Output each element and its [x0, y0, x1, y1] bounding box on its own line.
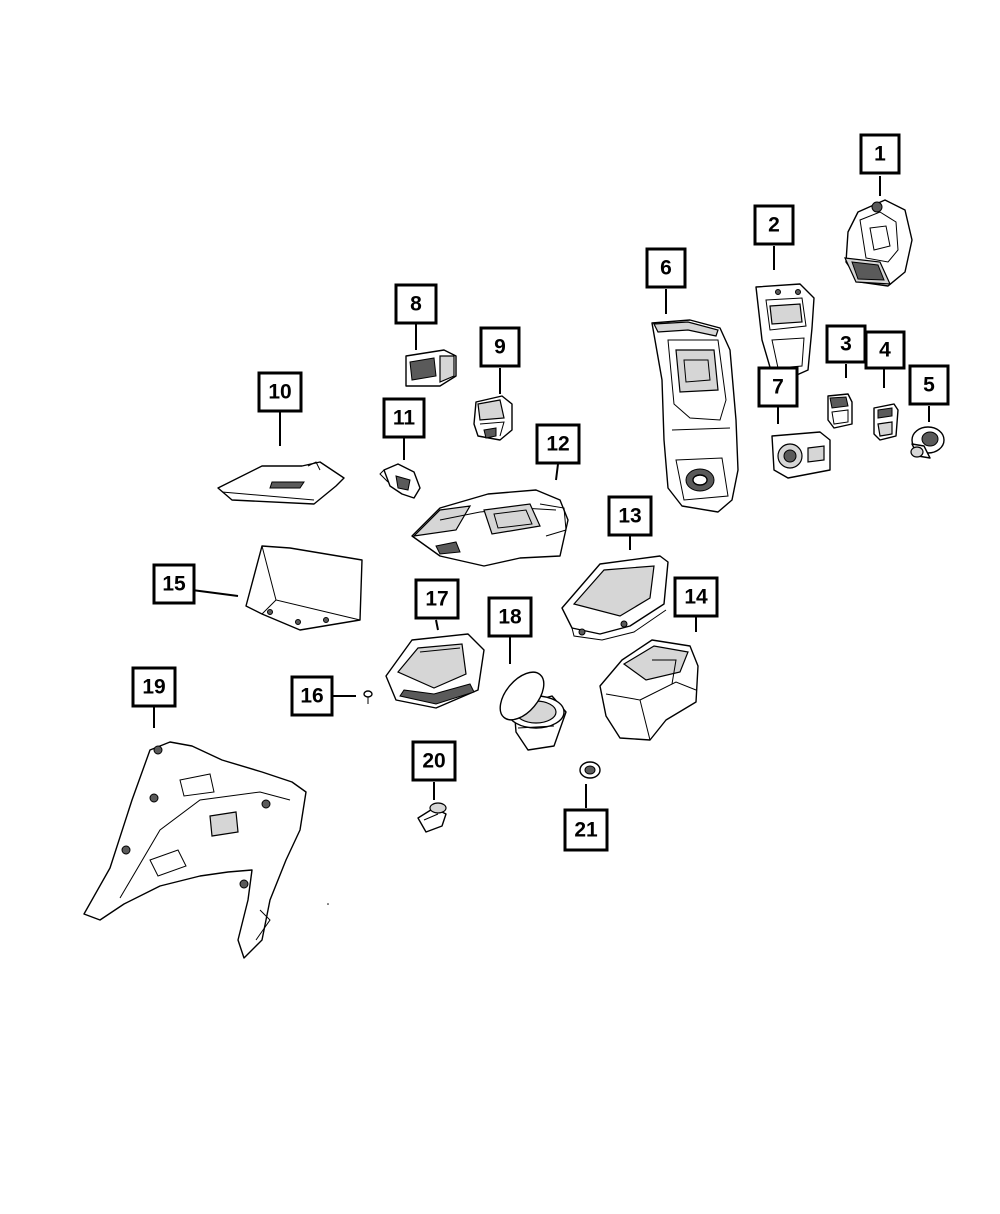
- callout-21-label: 21: [574, 819, 598, 842]
- callout-17: 17: [414, 578, 460, 620]
- callout-14: 14: [673, 576, 719, 618]
- callout-2: 2: [753, 204, 795, 246]
- callout-11-label: 11: [393, 407, 416, 430]
- part-18-illustration: [499, 671, 567, 751]
- callout-5: 5: [908, 364, 950, 406]
- part-17-illustration: [385, 633, 485, 709]
- part-1-illustration: [844, 199, 913, 287]
- callout-6: 6: [645, 247, 687, 289]
- leader-lines: [153, 176, 930, 808]
- callout-4: 4: [864, 330, 906, 370]
- part-4-illustration: [873, 403, 899, 441]
- callout-19: 19: [131, 666, 177, 708]
- stray-dot: [327, 903, 329, 905]
- leader-15: [191, 589, 239, 597]
- callout-15: 15: [152, 563, 196, 605]
- callout-15-label: 15: [162, 573, 186, 596]
- part-8-illustration: [405, 349, 457, 387]
- part-9-illustration: [473, 395, 513, 441]
- part-12-illustration: [411, 489, 569, 567]
- part-19-illustration: [83, 741, 307, 959]
- part-6-illustration: [651, 319, 739, 513]
- callout-10: 10: [257, 371, 303, 413]
- callout-10-label: 10: [268, 381, 291, 404]
- callout-18: 18: [487, 596, 533, 638]
- callout-20-label: 20: [422, 750, 445, 773]
- callout-19-label: 19: [142, 676, 165, 699]
- callout-18-label: 18: [498, 606, 522, 629]
- leader-12: [555, 463, 559, 481]
- callout-3-label: 3: [840, 333, 852, 356]
- part-15-illustration: [245, 545, 363, 631]
- callout-12-label: 12: [546, 433, 569, 456]
- callout-14-label: 14: [684, 586, 708, 609]
- part-14-illustration: [599, 639, 699, 741]
- callout-5-label: 5: [923, 374, 935, 397]
- callout-8-label: 8: [410, 293, 422, 316]
- callout-4-label: 4: [879, 339, 891, 362]
- part-3-illustration: [827, 393, 853, 429]
- part-20-illustration: [417, 802, 447, 833]
- callout-1-label: 1: [874, 143, 886, 166]
- callout-7: 7: [757, 366, 799, 408]
- leader-17: [435, 619, 439, 631]
- callout-9: 9: [479, 326, 521, 368]
- part-21-illustration: [579, 761, 601, 779]
- callout-21: 21: [563, 808, 609, 852]
- callout-11: 11: [382, 397, 426, 439]
- callout-16: 16: [290, 675, 334, 717]
- callout-13: 13: [607, 495, 653, 537]
- callout-1: 1: [859, 133, 901, 175]
- callout-3: 3: [825, 324, 867, 364]
- callout-16-label: 16: [300, 685, 323, 708]
- part-5-illustration: [910, 426, 945, 459]
- callout-17-label: 17: [425, 588, 448, 611]
- callout-6-label: 6: [660, 257, 672, 280]
- part-16-illustration: [363, 690, 373, 704]
- part-11-illustration: [379, 463, 421, 499]
- callout-20: 20: [411, 740, 457, 782]
- callout-2-label: 2: [768, 214, 780, 237]
- part-10-illustration: [217, 461, 345, 505]
- part-13-illustration: [561, 555, 669, 641]
- callout-8: 8: [394, 283, 438, 325]
- callout-12: 12: [535, 423, 581, 465]
- callout-13-label: 13: [618, 505, 641, 528]
- part-2-illustration: [755, 283, 815, 379]
- callout-7-label: 7: [772, 376, 784, 399]
- part-7-illustration: [771, 431, 831, 479]
- callout-9-label: 9: [494, 336, 506, 359]
